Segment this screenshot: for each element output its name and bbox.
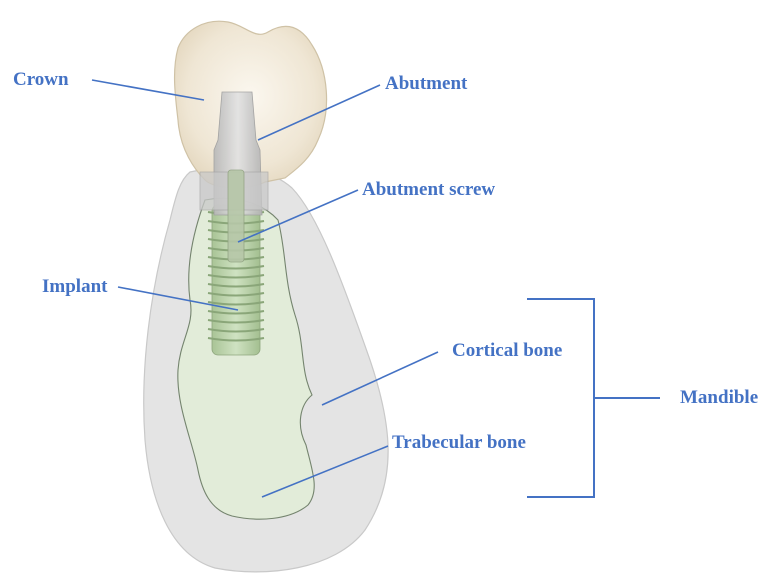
trabecular-bone-label: Trabecular bone bbox=[392, 433, 526, 452]
abutment-screw-shape bbox=[228, 170, 244, 262]
abutment-label: Abutment bbox=[385, 74, 467, 93]
mandible-bracket bbox=[527, 299, 660, 497]
cortical-bone-label: Cortical bone bbox=[452, 341, 562, 360]
implant-label: Implant bbox=[42, 277, 107, 296]
crown-label: Crown bbox=[13, 70, 69, 89]
mandible-label: Mandible bbox=[680, 388, 758, 407]
abutment-screw-label: Abutment screw bbox=[362, 180, 495, 199]
